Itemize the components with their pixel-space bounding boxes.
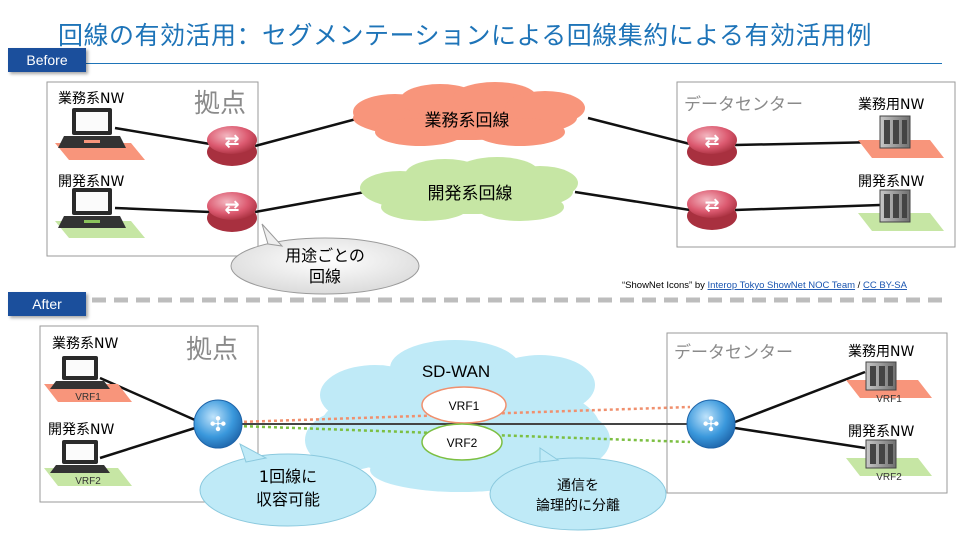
svg-text:⇄: ⇄ — [224, 131, 239, 152]
page-title: 回線の有効活用：セグメンテーションによる回線集約による有効活用例 — [58, 21, 873, 50]
after-pc2-label: 開発系NW — [48, 422, 114, 438]
business-line-label: 業務系回線 — [425, 111, 510, 131]
before-srv1-label: 業務用NW — [858, 97, 924, 113]
server-icon — [865, 439, 897, 469]
router-icon: ⇄ — [687, 126, 737, 166]
after-srv2-label: 開発系NW — [848, 424, 914, 440]
before-srv2-label: 開発系NW — [858, 174, 924, 190]
callout-text: 用途ごとの — [285, 246, 365, 265]
router-icon: ⇄ — [687, 190, 737, 230]
laptop-icon — [50, 356, 110, 389]
link-line — [734, 203, 881, 212]
laptop-icon — [50, 440, 110, 473]
before-pc1-label: 業務系NW — [58, 91, 124, 107]
svg-text:⇄: ⇄ — [224, 197, 239, 218]
router-icon: ✣ — [193, 399, 243, 449]
before-dc-label: データセンター — [684, 94, 803, 115]
callout-text: 収容可能 — [256, 490, 320, 509]
title-divider — [58, 63, 942, 64]
callout-text: 通信を — [557, 478, 599, 494]
pc1-vrf-tag: VRF1 — [75, 392, 101, 403]
dev-line-cloud — [360, 157, 578, 221]
before-tag: Before — [8, 48, 86, 72]
svg-text:⇄: ⇄ — [704, 131, 719, 152]
callout-text: 1回線に — [259, 467, 317, 486]
laptop-icon — [58, 108, 126, 148]
link-line — [734, 140, 881, 147]
after-pc1-label: 業務系NW — [52, 336, 118, 352]
svg-text:✣: ✣ — [210, 412, 227, 436]
link-line — [254, 190, 366, 214]
link-line — [114, 206, 211, 214]
vrf1-cloud — [421, 386, 507, 424]
router-icon: ⇄ — [207, 192, 257, 232]
after-dc-label: データセンター — [674, 342, 793, 363]
callout-bubble — [230, 223, 420, 295]
link-line — [587, 116, 691, 146]
vrf2-cloud — [421, 423, 503, 461]
link-line — [734, 370, 866, 424]
callout-bubble — [489, 447, 667, 531]
callout-bubble — [199, 442, 377, 527]
callout-text: 回線 — [309, 267, 341, 286]
after-site-label: 拠点 — [186, 335, 238, 365]
svg-text:⇄: ⇄ — [704, 195, 719, 216]
server-icon — [879, 115, 911, 149]
router-icon: ⇄ — [207, 126, 257, 166]
business-line-cloud — [353, 82, 585, 146]
vrf2-label: VRF2 — [447, 436, 478, 450]
link-line — [99, 426, 196, 460]
sdwan-label: SD-WAN — [422, 362, 490, 381]
before-pc2-label: 開発系NW — [58, 174, 124, 190]
link-line — [114, 126, 211, 146]
before-site-label: 拠点 — [194, 89, 246, 119]
vrf1-label: VRF1 — [449, 399, 480, 413]
link-line — [254, 116, 361, 148]
icon-credit: “ShowNet Icons” by Interop Tokyo ShowNet… — [622, 280, 908, 291]
srv1-vrf-tag: VRF1 — [876, 394, 902, 405]
server-icon — [879, 189, 911, 223]
after-tag: After — [8, 292, 86, 316]
router-icon: ✣ — [686, 399, 736, 449]
link-line — [734, 426, 866, 450]
link-line — [574, 190, 691, 212]
pc2-vrf-tag: VRF2 — [75, 476, 101, 487]
laptop-icon — [58, 188, 126, 228]
after-srv1-label: 業務用NW — [848, 344, 914, 360]
dev-line-label: 開発系回線 — [428, 184, 513, 204]
server-icon — [865, 361, 897, 391]
svg-text:✣: ✣ — [703, 412, 720, 436]
srv2-vrf-tag: VRF2 — [876, 472, 902, 483]
callout-text: 論理的に分離 — [536, 497, 620, 514]
